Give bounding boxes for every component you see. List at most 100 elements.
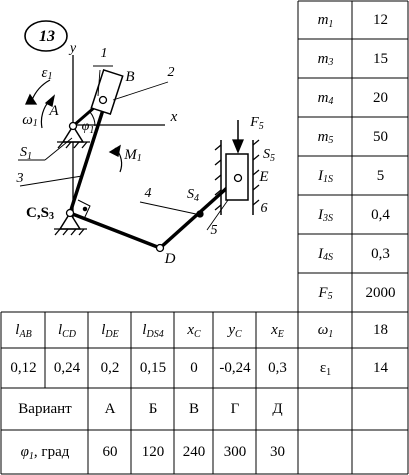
right-angle-dot — [82, 206, 88, 212]
epsilon-value: 14 — [373, 360, 388, 376]
support-hatch — [70, 228, 77, 236]
param-value: 15 — [373, 50, 388, 67]
table-cell: 0,24 — [53, 360, 81, 376]
link-1-number: 1 — [100, 46, 108, 61]
point-a-label: A — [49, 102, 59, 119]
phi-value: 300 — [223, 444, 247, 460]
phi-value: 60 — [102, 444, 118, 460]
link-3-number: 3 — [16, 171, 24, 186]
link-2-number: 2 — [167, 65, 175, 80]
omega-value: 18 — [373, 322, 388, 338]
epsilon-arc — [31, 79, 51, 101]
leader-1 — [97, 69, 101, 97]
variant-name: Д — [272, 401, 283, 417]
variant-name: Г — [230, 401, 240, 417]
leader-3 — [19, 175, 83, 187]
force-f5-arrowhead — [232, 139, 244, 154]
variant-name: Б — [148, 401, 158, 417]
leader-s1-diag — [44, 137, 73, 161]
support-hatch — [62, 228, 69, 236]
support-hatch — [73, 141, 80, 149]
table-cell: 0,3 — [268, 360, 287, 376]
support-hatch — [78, 228, 85, 236]
guide-hatch — [214, 159, 222, 166]
support-hatch — [81, 141, 88, 149]
joint-d — [155, 243, 165, 253]
param-value: 0,4 — [371, 206, 390, 223]
x-axis-label: x — [170, 108, 178, 125]
phi-value: 240 — [182, 444, 206, 460]
phi-value: 120 — [141, 444, 165, 460]
support-hatch — [57, 141, 64, 149]
epsilon-arrowhead — [24, 93, 38, 105]
phi-arc — [89, 111, 96, 127]
guide-hatch — [252, 169, 260, 176]
table-cell: 0,2 — [100, 360, 120, 376]
guide-hatch — [214, 174, 222, 181]
param-value: 2000 — [365, 284, 396, 301]
joint-b — [98, 95, 108, 105]
guide-hatch — [214, 189, 222, 196]
slider-2 — [90, 68, 124, 116]
param-value: 12 — [373, 12, 388, 28]
joint-a — [68, 121, 78, 131]
problem-number: 13 — [39, 28, 55, 45]
table-cell: 0,12 — [10, 360, 37, 376]
guide-hatch — [252, 184, 260, 191]
guide-hatch — [214, 204, 222, 211]
joint-c — [65, 208, 75, 218]
leader-5 — [206, 199, 229, 231]
m1-arrowhead — [108, 144, 121, 157]
link-5-number: 5 — [210, 223, 218, 238]
omega-arrowhead — [44, 94, 56, 107]
param-value: 50 — [373, 128, 388, 145]
variant-name: А — [104, 401, 116, 417]
table-cell: 0 — [190, 360, 198, 376]
y-axis-label: y — [69, 41, 77, 56]
guide-6-number: 6 — [260, 201, 268, 216]
guide-hatch — [252, 139, 260, 146]
point-d-label: D — [164, 250, 176, 267]
param-value: 20 — [373, 89, 388, 106]
param-value: 0,3 — [371, 245, 390, 262]
mechanism-figure — [18, 20, 260, 253]
point-b-label: B — [125, 68, 135, 85]
support-hatch — [65, 141, 72, 149]
guide-hatch — [252, 199, 260, 206]
variant-name: В — [188, 401, 199, 417]
support-hatch — [54, 228, 61, 236]
table-cell: 0,15 — [139, 360, 167, 376]
param-value: 5 — [376, 167, 385, 184]
link-cd — [69, 211, 161, 250]
problem-number-circle — [24, 20, 68, 52]
variant-label: Вариант — [18, 401, 72, 417]
table-cell: -0,24 — [219, 360, 251, 376]
guide-hatch — [214, 144, 222, 151]
